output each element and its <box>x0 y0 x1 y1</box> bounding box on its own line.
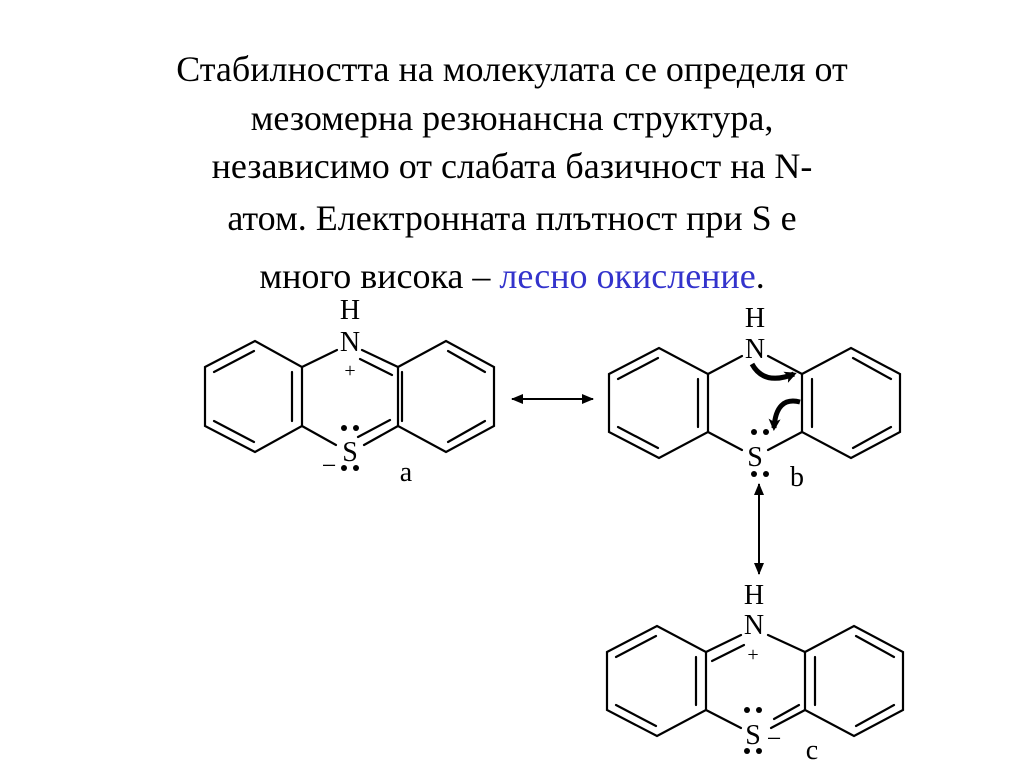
structure-c-n-atom: N <box>744 610 764 641</box>
structure-a-n-atom: N <box>340 327 360 358</box>
structure-b <box>607 346 902 460</box>
text-line-5: много висока – лесно окисление. <box>0 256 1024 296</box>
structure-c <box>605 624 905 738</box>
text-line-5-prefix: много висока – <box>259 256 500 296</box>
text-line-3: независимо от слабата базичност на N- <box>211 146 813 186</box>
curved-arrow-n-to-ring <box>749 362 797 383</box>
structure-b-n-atom: N <box>745 334 765 365</box>
structure-a-n-charge: + <box>344 360 355 382</box>
structure-a-lone-pairs <box>341 425 359 471</box>
text-line-5-suffix: . <box>755 256 765 296</box>
structure-c-left-ring <box>605 624 708 738</box>
structure-a-label: a <box>400 457 413 488</box>
structure-c-right-ring <box>803 624 905 738</box>
structure-b-left-ring <box>607 346 710 460</box>
structure-a-s-atom: S <box>342 437 358 468</box>
text-line-2: мезомерна резюнансна структура, <box>250 98 774 138</box>
text-line-1: Стабилността на молекулата се определя о… <box>176 49 848 89</box>
structure-c-lone-pairs <box>744 707 762 754</box>
structure-b-s-atom: S <box>747 442 763 473</box>
structure-a-h-atom: H <box>340 295 360 326</box>
structure-c-h-atom: H <box>744 580 764 611</box>
structure-a-right-ring <box>396 339 496 454</box>
curved-arrow-ring-to-s <box>768 398 801 431</box>
structure-b-right-ring <box>800 346 902 460</box>
structure-c-s-charge: − <box>767 724 782 753</box>
structure-b-label: b <box>790 462 804 493</box>
structure-a <box>203 339 496 454</box>
text-line-4: атом. Електронната плътност при S е <box>227 198 797 238</box>
structure-a-left-ring <box>203 339 304 454</box>
structure-c-s-atom: S <box>745 720 761 751</box>
highlight-oxidation: лесно окисление <box>499 256 756 296</box>
structure-b-h-atom: H <box>745 303 765 334</box>
structure-c-label: c <box>806 735 818 766</box>
structure-c-n-charge: + <box>747 644 758 666</box>
structure-b-lone-pairs <box>751 429 769 477</box>
structure-a-s-charge: − <box>322 451 337 480</box>
